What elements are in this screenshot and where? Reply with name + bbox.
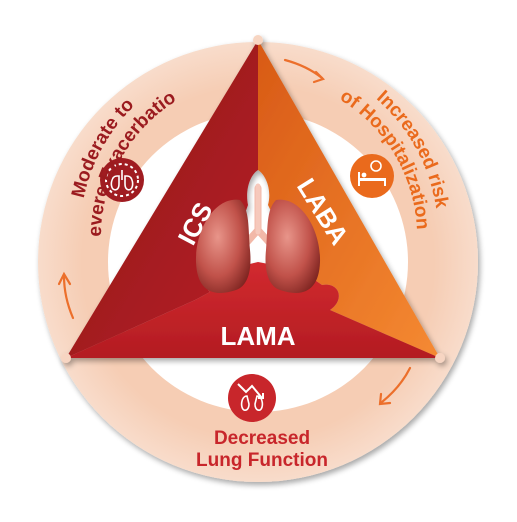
laba-segment [258, 40, 440, 358]
declining-lungs-icon [228, 374, 276, 422]
therapy-triangle [61, 35, 445, 363]
lung-function-label-line2: Lung Function [196, 450, 328, 471]
curved-arrow-icon [57, 58, 412, 406]
lung-function-label-line1: Decreased [214, 428, 310, 449]
ics-segment [66, 40, 258, 358]
gauge-lungs-icon [100, 158, 144, 202]
lama-label: LAMA [220, 321, 295, 351]
hospital-bed-icon [350, 154, 394, 198]
lama-segment [66, 262, 440, 358]
lungs-icon [195, 183, 321, 293]
